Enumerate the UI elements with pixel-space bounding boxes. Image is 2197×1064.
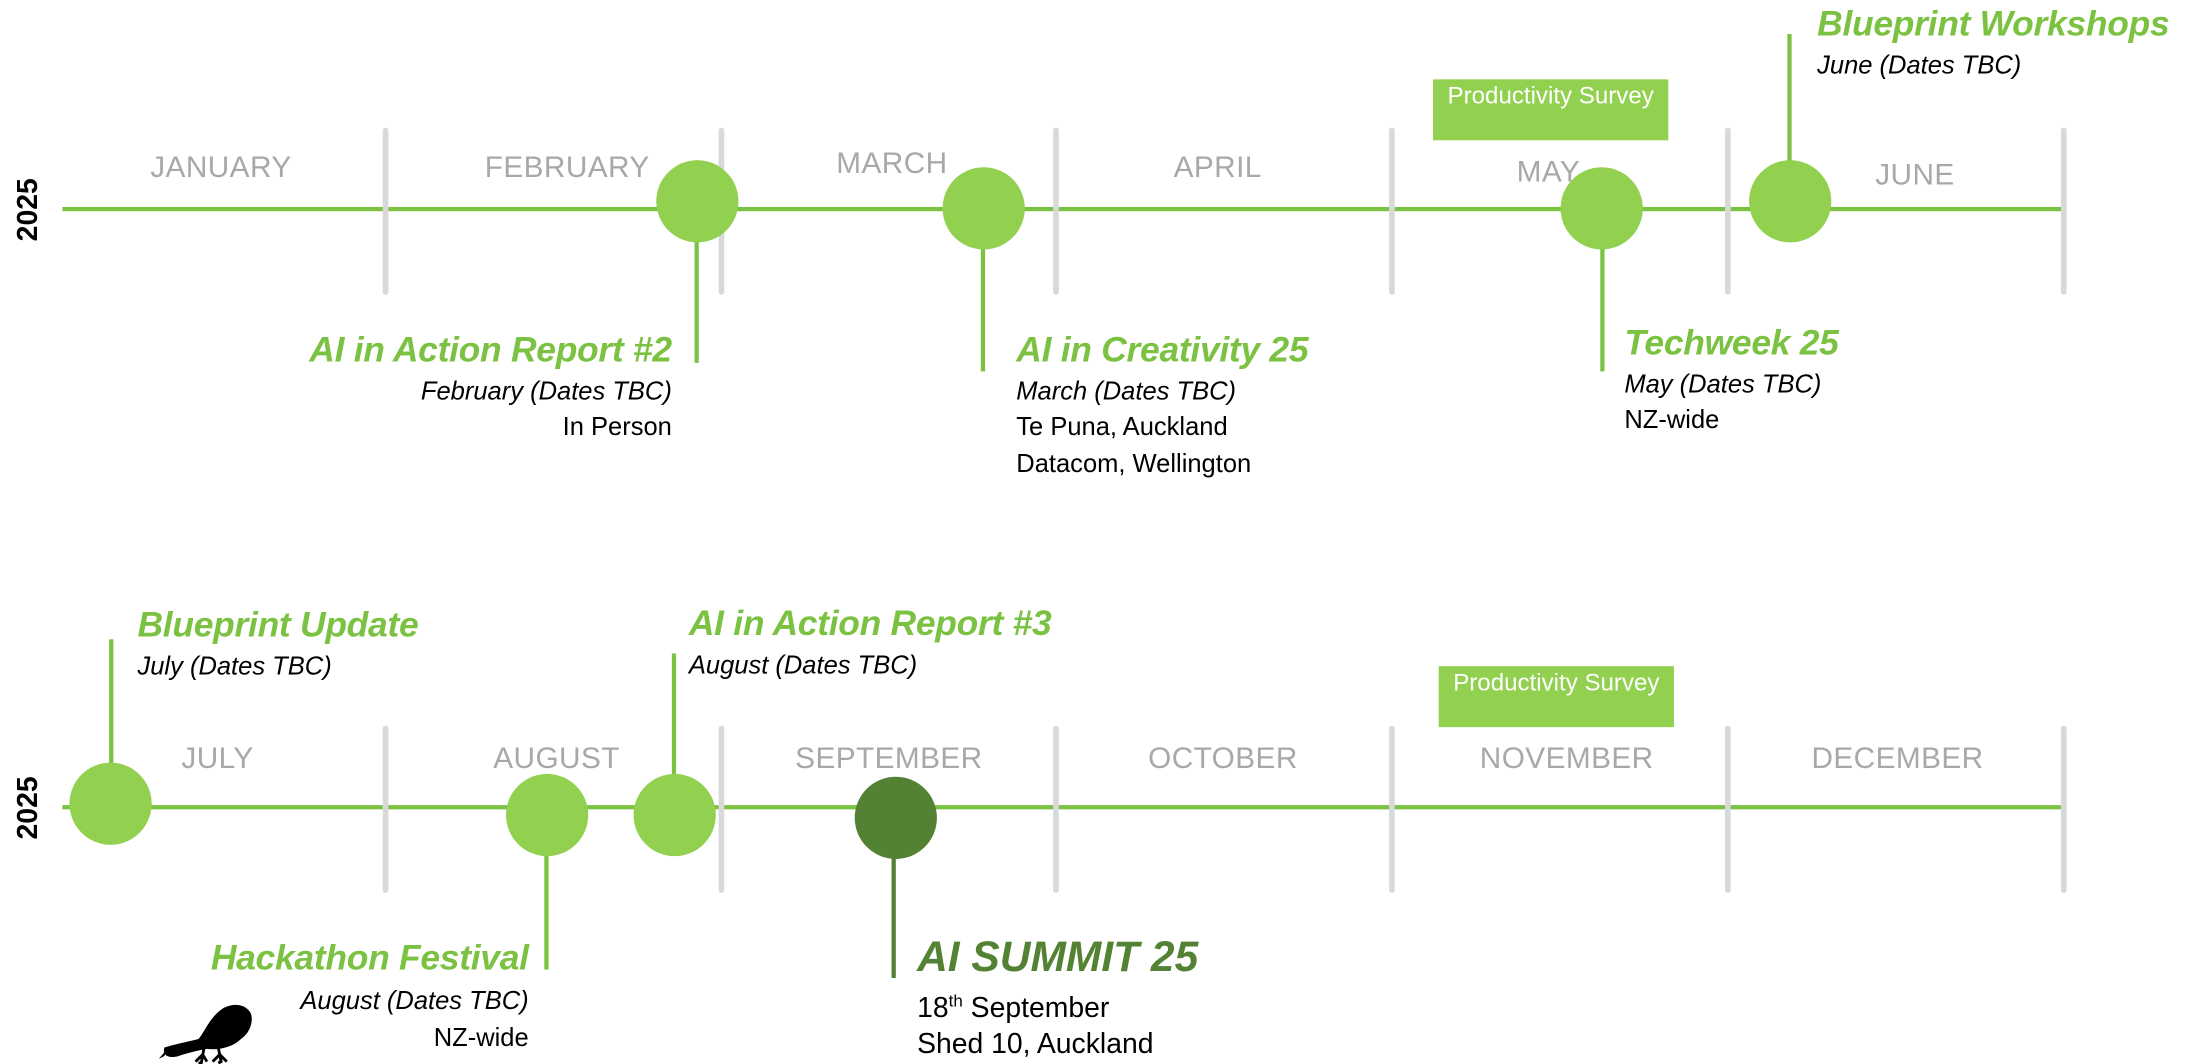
month-label: JULY bbox=[181, 742, 254, 776]
event-marker bbox=[942, 167, 1025, 250]
month-divider bbox=[1725, 127, 1731, 295]
month-divider bbox=[1053, 127, 1059, 295]
month-divider bbox=[718, 725, 725, 893]
event-location: NZ-wide bbox=[1624, 405, 1720, 434]
month-divider bbox=[382, 127, 389, 295]
timeline-track bbox=[62, 805, 2067, 810]
month-label: FEBRUARY bbox=[484, 151, 650, 185]
event-marker bbox=[69, 762, 152, 845]
month-divider bbox=[1725, 725, 1731, 893]
event-location: Shed 10, Auckland bbox=[917, 1029, 1154, 1061]
kiwi-bird-icon bbox=[158, 1004, 252, 1064]
month-label: APRIL bbox=[1173, 151, 1262, 185]
event-stem bbox=[544, 807, 549, 970]
month-divider bbox=[2060, 127, 2067, 295]
month-label: NOVEMBER bbox=[1479, 742, 1654, 776]
event-stem bbox=[109, 639, 114, 807]
month-label: MARCH bbox=[836, 147, 948, 181]
event-stem bbox=[671, 653, 677, 810]
event-title: AI in Action Report #3 bbox=[688, 603, 1052, 644]
month-divider bbox=[2060, 725, 2067, 893]
month-divider bbox=[1389, 127, 1395, 295]
event-title: AI in Action Report #2 bbox=[309, 330, 672, 370]
month-label: SEPTEMBER bbox=[795, 742, 983, 776]
year-label: 2025 bbox=[12, 178, 44, 242]
summit-date: 18th September bbox=[917, 991, 1109, 1026]
year-label: 2025 bbox=[12, 776, 44, 840]
month-label: OCTOBER bbox=[1148, 742, 1298, 776]
event-marker bbox=[1560, 167, 1643, 250]
productivity-survey-badge: Productivity Survey bbox=[1433, 79, 1669, 141]
event-marker bbox=[1749, 160, 1832, 243]
event-date: June (Dates TBC) bbox=[1817, 51, 2022, 80]
event-location: Datacom, Wellington bbox=[1016, 449, 1252, 478]
event-marker bbox=[506, 773, 589, 857]
event-date: July (Dates TBC) bbox=[137, 652, 332, 681]
summit-date-month: September bbox=[962, 993, 1110, 1025]
event-stem bbox=[694, 206, 699, 363]
summit-marker bbox=[854, 776, 937, 859]
event-date: February (Dates TBC) bbox=[420, 377, 672, 406]
timeline-track bbox=[62, 206, 2067, 212]
event-date: May (Dates TBC) bbox=[1624, 369, 1822, 399]
month-label: JANUARY bbox=[150, 151, 292, 185]
event-stem bbox=[891, 815, 896, 979]
event-title: Hackathon Festival bbox=[210, 938, 529, 979]
event-stem bbox=[1787, 34, 1792, 205]
event-stem bbox=[1600, 206, 1605, 372]
event-location: In Person bbox=[562, 412, 672, 441]
month-divider bbox=[1389, 725, 1395, 893]
event-location: NZ-wide bbox=[433, 1023, 529, 1052]
event-date: August (Dates TBC) bbox=[300, 986, 529, 1015]
month-label: JUNE bbox=[1875, 158, 1955, 192]
event-date: August (Dates TBC) bbox=[688, 650, 918, 679]
month-label: AUGUST bbox=[493, 742, 620, 776]
event-marker bbox=[656, 160, 739, 243]
event-title: Blueprint Workshops bbox=[1817, 4, 2170, 44]
event-title: Blueprint Update bbox=[137, 605, 419, 645]
summit-title: AI SUMMIT 25 bbox=[917, 934, 1199, 981]
event-title: AI in Creativity 25 bbox=[1016, 330, 1309, 370]
productivity-survey-badge: Productivity Survey bbox=[1438, 666, 1674, 728]
event-marker bbox=[633, 773, 716, 857]
summit-date-suffix: th bbox=[948, 990, 963, 1011]
summit-date-day: 18 bbox=[917, 993, 949, 1025]
event-title: Techweek 25 bbox=[1624, 323, 1839, 363]
month-divider bbox=[1053, 725, 1059, 893]
month-label: DECEMBER bbox=[1811, 742, 1984, 776]
event-stem bbox=[980, 206, 986, 372]
event-date: March (Dates TBC) bbox=[1016, 377, 1237, 406]
month-divider bbox=[382, 725, 389, 893]
event-location: Te Puna, Auckland bbox=[1016, 412, 1228, 441]
